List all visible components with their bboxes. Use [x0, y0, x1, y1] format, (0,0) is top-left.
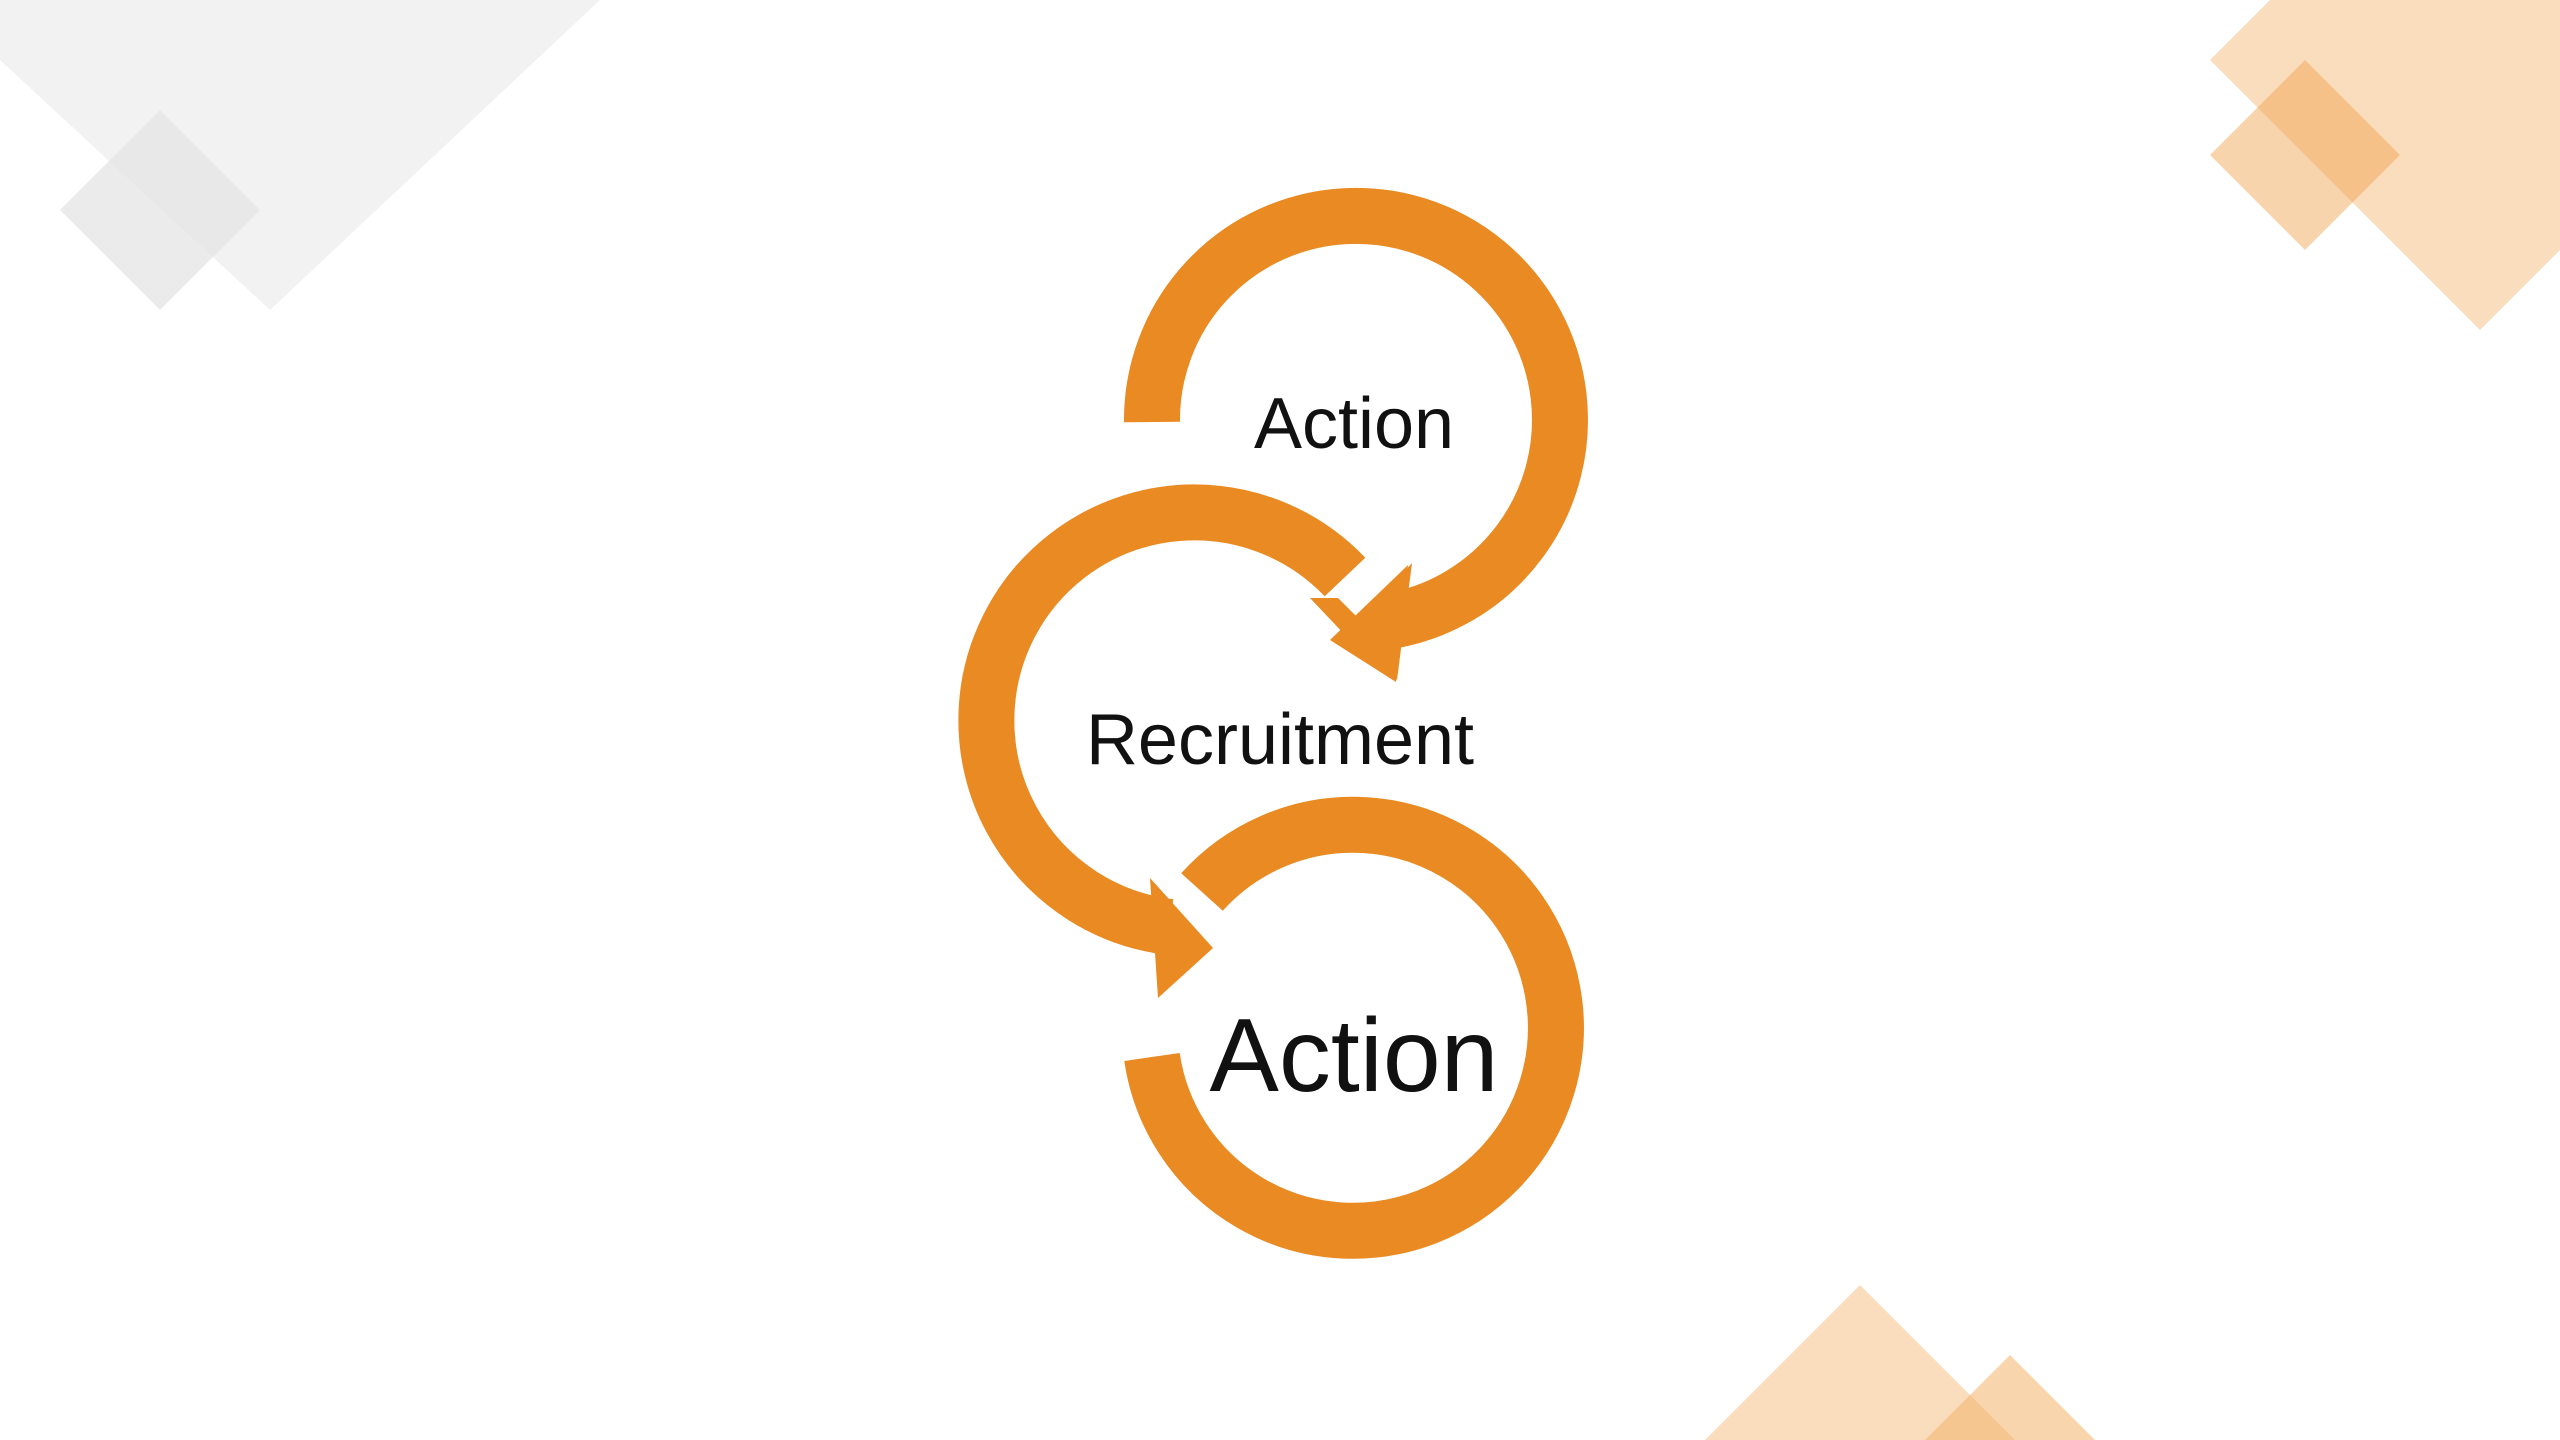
cycle-arrowhead-middle — [1150, 878, 1213, 998]
decor-diamond-orange-bottom-left — [1705, 1285, 2015, 1440]
decor-diamond-orange-small — [2210, 60, 2400, 250]
decor-diamond-gray-small — [60, 110, 260, 310]
cycle-arc-top — [1123, 187, 1588, 649]
cycle-label-recruitment: Recruitment — [1085, 700, 1475, 780]
cycle-label-action-bottom: Action — [1209, 998, 1499, 1114]
cycle-arc-middle — [958, 484, 1366, 955]
cycle-arc-bottom — [1124, 796, 1584, 1259]
decor-diamond-gray-large — [0, 0, 600, 310]
cycle-arrowhead-top-tip — [1330, 565, 1408, 682]
decor-diamond-orange-bottom-right — [1925, 1355, 2095, 1440]
decor-diamond-orange-large — [2210, 0, 2560, 330]
cycle-label-action-top: Action — [1253, 384, 1455, 464]
